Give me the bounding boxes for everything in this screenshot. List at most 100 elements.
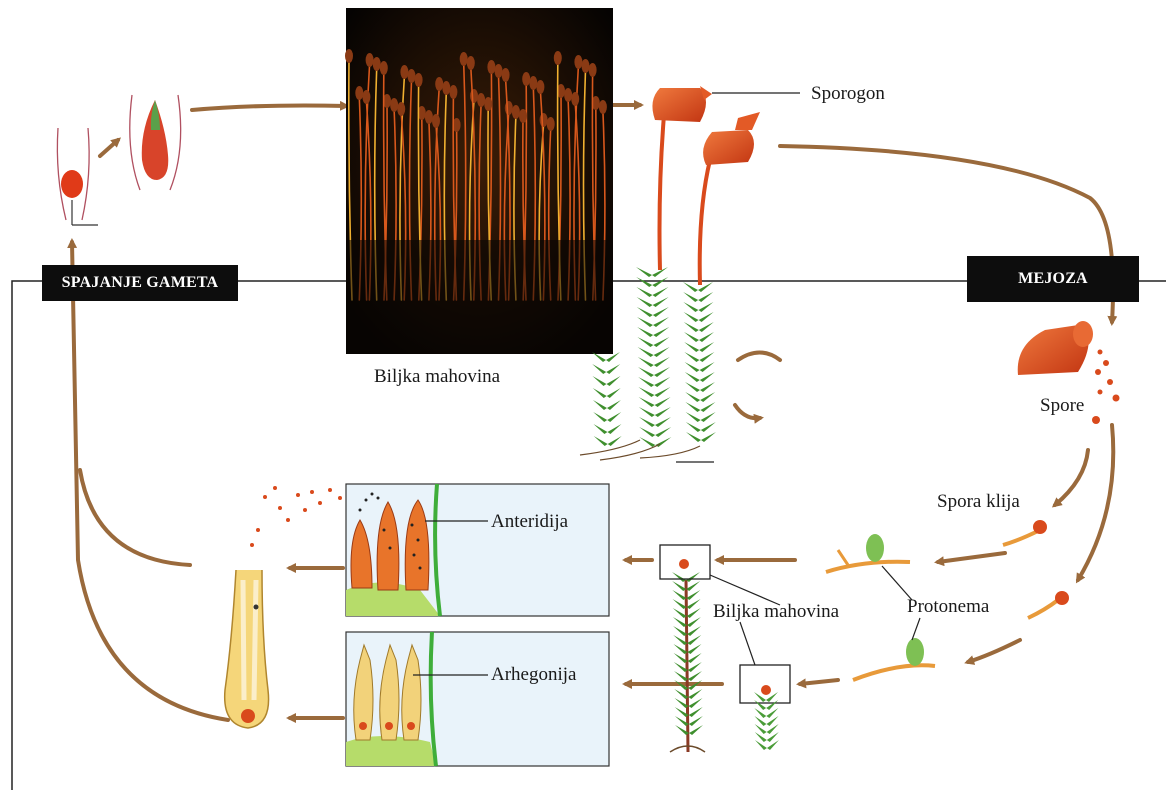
protonema-1 bbox=[826, 534, 912, 600]
moss-leaf bbox=[606, 364, 620, 374]
moss-capsule bbox=[435, 77, 443, 91]
moss-leaf bbox=[767, 732, 779, 742]
moss-capsule bbox=[487, 60, 495, 74]
gametophyte-plant bbox=[660, 545, 780, 752]
moss-leaf bbox=[653, 307, 669, 317]
moss-leaf bbox=[686, 590, 700, 600]
moss-leaf bbox=[699, 312, 714, 322]
moss-leaf bbox=[755, 724, 767, 734]
protonema-2 bbox=[853, 618, 935, 680]
moss-capsule bbox=[540, 113, 548, 127]
moss-capsule bbox=[564, 88, 572, 102]
moss-leaf bbox=[638, 387, 654, 397]
moss-leaf bbox=[655, 417, 671, 427]
moss-leaf bbox=[684, 342, 699, 352]
moss-leaf bbox=[593, 424, 607, 434]
moss-leaf bbox=[653, 317, 669, 327]
moss-capsule bbox=[432, 114, 440, 128]
moss-capsule bbox=[599, 100, 607, 114]
moss-leaf bbox=[608, 436, 622, 446]
sperm-dots bbox=[250, 486, 342, 547]
moss-leaf bbox=[683, 302, 698, 312]
moss-leaf bbox=[701, 412, 716, 422]
moss-leaf bbox=[699, 322, 714, 332]
moss-leaf bbox=[688, 671, 702, 681]
anteridija-panel bbox=[346, 484, 609, 616]
arrow-spore-to-germinate-2 bbox=[1078, 425, 1113, 580]
moss-leaf bbox=[687, 635, 701, 645]
moss-capsule bbox=[582, 59, 590, 73]
moss-capsule bbox=[554, 51, 562, 65]
arrow-gametes-to-photo bbox=[192, 106, 346, 111]
moss-capsule bbox=[467, 56, 475, 70]
moss-leaf bbox=[606, 376, 620, 386]
moss-leaf bbox=[701, 432, 716, 442]
arrow-germinate-to-protonema-1 bbox=[938, 553, 1005, 562]
moss-leaf bbox=[687, 626, 701, 636]
moss-capsule bbox=[502, 68, 510, 82]
moss-leaf bbox=[688, 662, 702, 672]
stage-badge-fertilization: SPAJANJE GAMETA bbox=[42, 265, 238, 301]
moss-leaf bbox=[754, 708, 766, 718]
moss-leaf bbox=[700, 362, 715, 372]
moss-leaf bbox=[637, 307, 653, 317]
arrow-archegonium-to-up bbox=[72, 242, 228, 720]
moss-leaf bbox=[688, 653, 702, 663]
moss-leaf bbox=[652, 287, 668, 297]
moss-capsule bbox=[505, 101, 513, 115]
moss-leaf bbox=[636, 277, 652, 287]
moss-leaf bbox=[684, 332, 699, 342]
moss-leaf bbox=[754, 716, 766, 726]
moss-leaf bbox=[767, 724, 779, 734]
label-spora-klija: Spora klija bbox=[937, 492, 1020, 511]
moss-capsule bbox=[355, 86, 363, 100]
moss-capsule bbox=[390, 98, 398, 112]
moss-leaf bbox=[686, 432, 701, 442]
moss-leaf bbox=[594, 436, 608, 446]
moss-leaf bbox=[684, 352, 699, 362]
moss-leaf bbox=[685, 362, 700, 372]
moss-leaf bbox=[637, 327, 653, 337]
arhegonija-panel bbox=[346, 632, 609, 766]
moss-leaf bbox=[638, 367, 654, 377]
moss-leaf bbox=[592, 376, 606, 386]
moss-leaf bbox=[638, 347, 654, 357]
moss-leaf bbox=[607, 412, 621, 422]
label-sporogon: Sporogon bbox=[811, 84, 885, 103]
moss-leaf bbox=[673, 599, 687, 609]
moss-capsule bbox=[484, 97, 492, 111]
moss-leaf bbox=[672, 572, 686, 582]
moss-leaf bbox=[655, 427, 671, 437]
moss-leaf bbox=[686, 572, 700, 582]
moss-capsule bbox=[366, 53, 374, 67]
moss-leaf bbox=[654, 347, 670, 357]
moss-leaf bbox=[636, 267, 652, 277]
moss-leaf bbox=[673, 617, 687, 627]
moss-leaf bbox=[699, 342, 714, 352]
moss-leaf bbox=[607, 388, 621, 398]
moss-leaf bbox=[654, 387, 670, 397]
sporogon-capsule-1 bbox=[652, 86, 712, 122]
label-anteridija: Anteridija bbox=[491, 512, 568, 531]
moss-leaf bbox=[593, 400, 607, 410]
moss-capsule bbox=[470, 89, 478, 103]
moss-leaf bbox=[593, 388, 607, 398]
sporogon-capsule-2 bbox=[703, 112, 760, 165]
moss-capsule bbox=[529, 76, 537, 90]
moss-leaf bbox=[639, 427, 655, 437]
label-arhegonija: Arhegonija bbox=[491, 665, 576, 684]
moss-leaf bbox=[685, 402, 700, 412]
moss-capsule bbox=[519, 109, 527, 123]
moss-leaf bbox=[639, 437, 655, 447]
moss-leaf bbox=[687, 608, 701, 618]
moss-leaf bbox=[700, 372, 715, 382]
moss-leaf bbox=[686, 422, 701, 432]
moss-leaf bbox=[685, 372, 700, 382]
moss-leaf bbox=[687, 617, 701, 627]
moss-leaf bbox=[636, 287, 652, 297]
moss-leaf bbox=[686, 581, 700, 591]
moss-leaf bbox=[607, 424, 621, 434]
moss-capsule bbox=[362, 90, 370, 104]
moss-leaf bbox=[685, 392, 700, 402]
